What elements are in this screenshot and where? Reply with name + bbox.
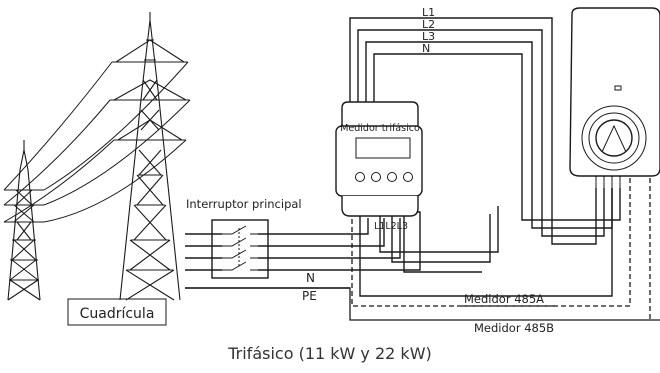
ev-charger (569, 7, 660, 190)
meter-terminals-label: L1L2L3 (374, 221, 408, 232)
diagram-caption: Trifásico (11 kW y 22 kW) (228, 344, 432, 363)
grid-label: Cuadrícula (80, 306, 155, 322)
n-top-label: N (422, 42, 430, 55)
supply-lines (349, 17, 621, 245)
grid-label-box (67, 298, 167, 326)
large-pylon-icon (110, 12, 190, 301)
power-lines (3, 61, 191, 223)
l2-label: L2 (422, 18, 435, 31)
medidor-485a-label: Medidor 485A (464, 292, 544, 306)
switch-contacts (222, 225, 258, 271)
three-phase-meter (335, 101, 423, 217)
small-pylon-icon (4, 140, 44, 301)
line-labels: L1 L2 L3 N (422, 6, 435, 55)
main-switch-label: Interruptor principal (186, 197, 302, 211)
medidor-485b-label: Medidor 485B (474, 321, 554, 335)
l3-label: L3 (422, 30, 435, 43)
pe-label: PE (302, 289, 317, 303)
l1-label: L1 (422, 6, 435, 19)
n-bottom-label: N (306, 271, 315, 285)
meter-to-charger-lines (379, 206, 499, 273)
meter-title: Medidor trifásico (340, 123, 420, 134)
